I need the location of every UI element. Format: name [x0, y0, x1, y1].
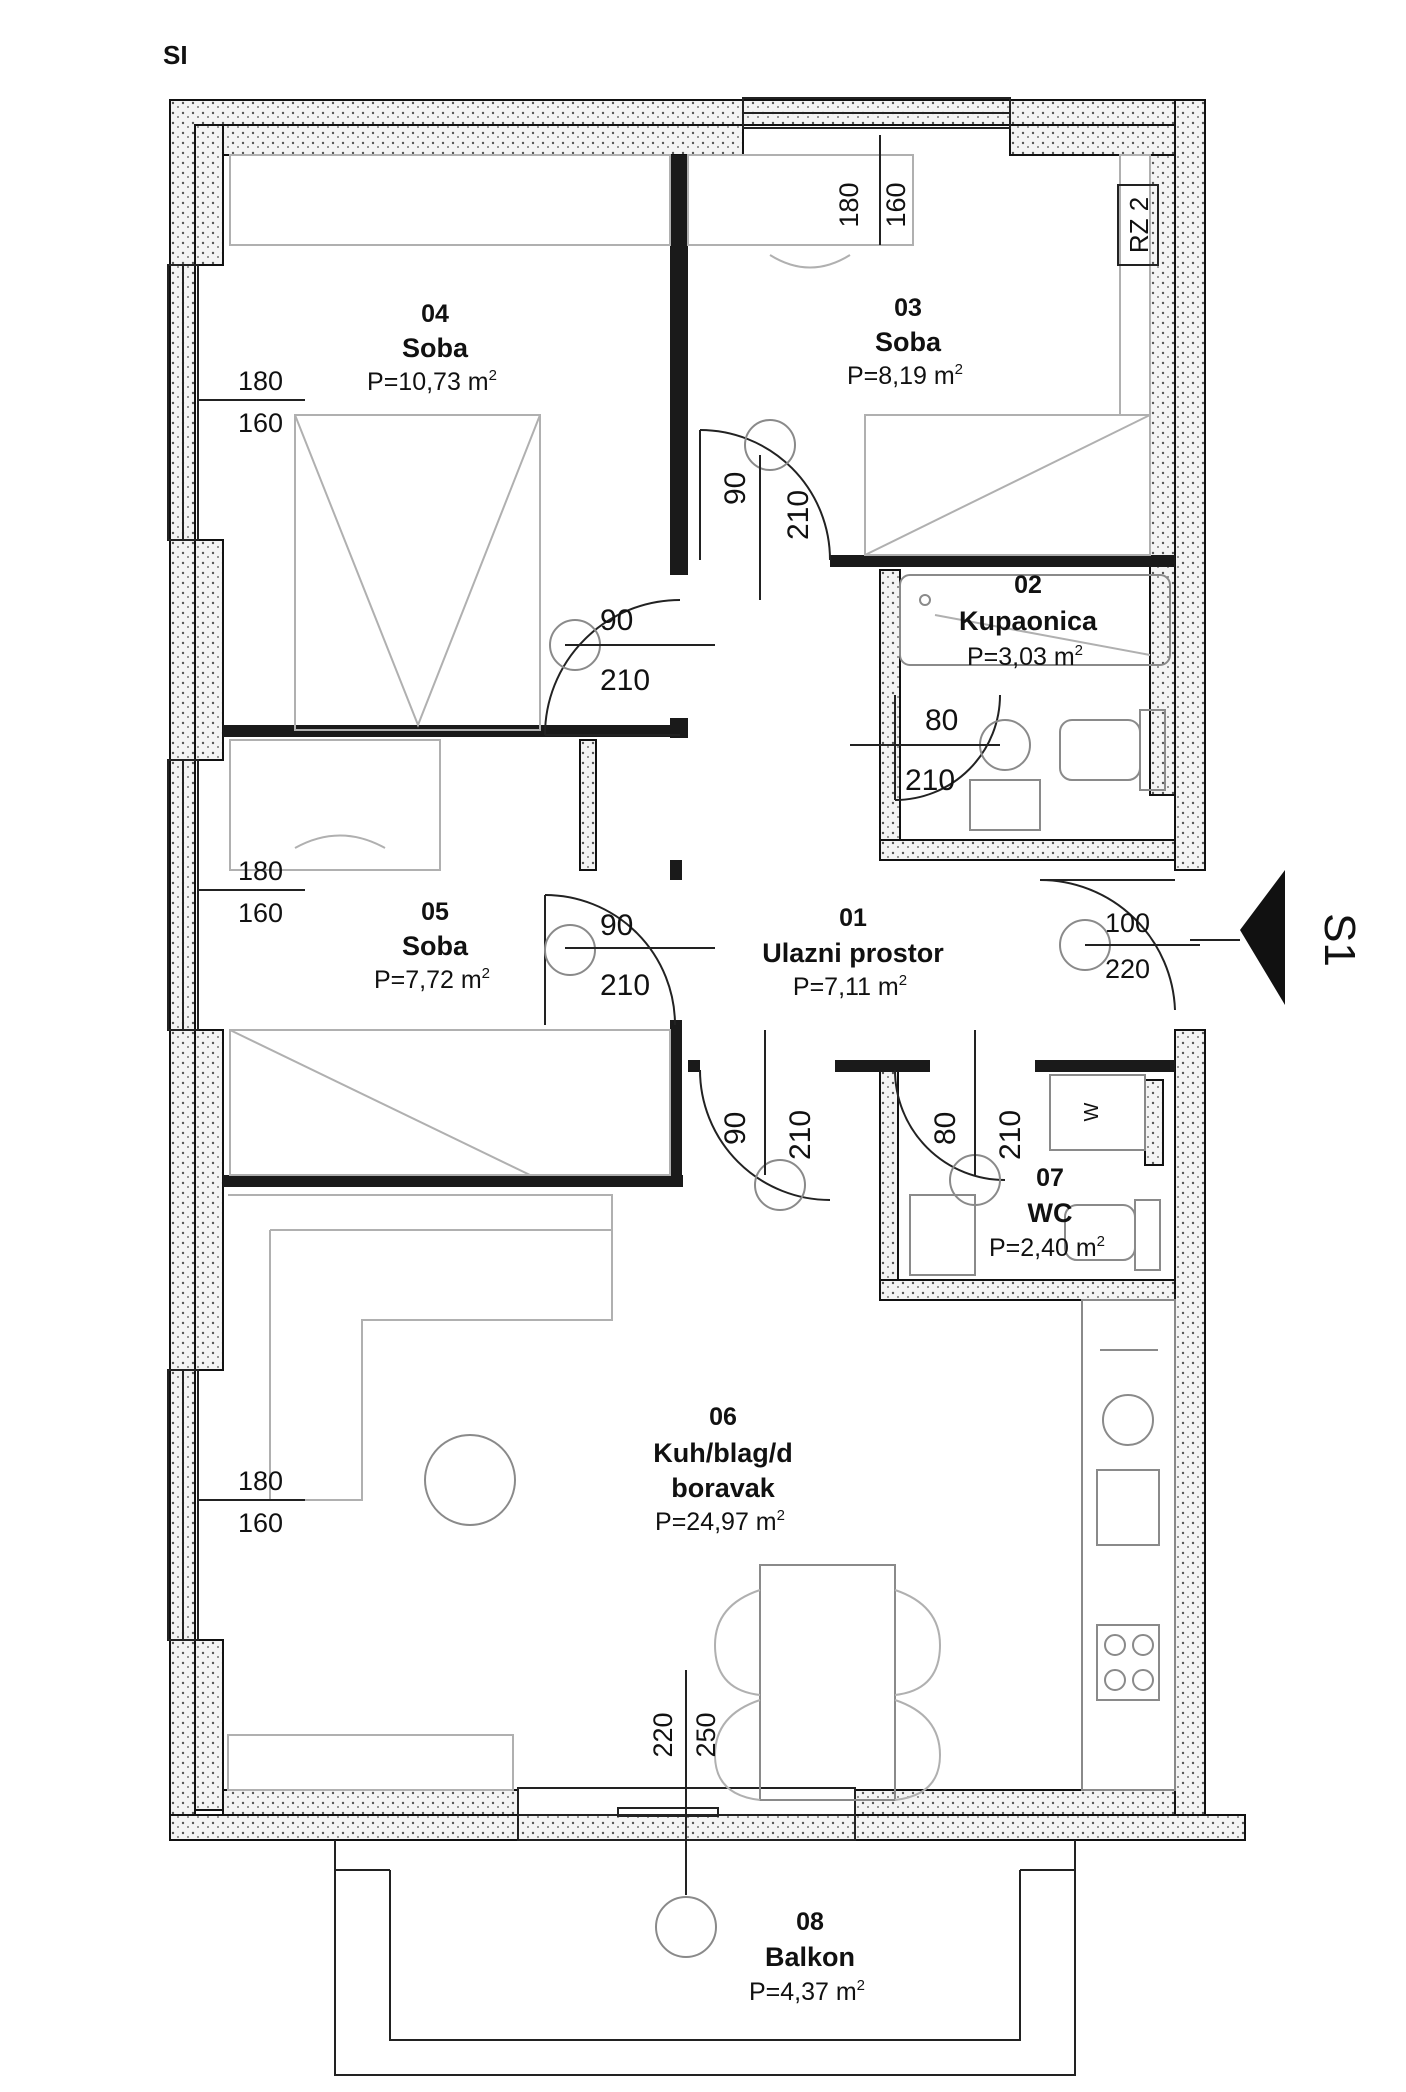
room-07-label: 07 WC P=2,40 m2	[989, 1164, 1105, 1262]
svg-text:P=24,97 m2: P=24,97 m2	[655, 1507, 785, 1536]
washer-label: W	[1081, 1102, 1103, 1121]
svg-text:P=8,19 m2: P=8,19 m2	[847, 361, 963, 390]
svg-text:P=4,37 m2: P=4,37 m2	[749, 1977, 865, 2006]
svg-text:Kupaonica: Kupaonica	[959, 606, 1098, 636]
svg-text:Soba: Soba	[402, 931, 469, 961]
svg-text:P=7,11 m2: P=7,11 m2	[793, 972, 907, 1001]
svg-text:Kuh/blag/d: Kuh/blag/d	[653, 1438, 792, 1468]
room-04-label: 04 Soba P=10,73 m2	[367, 300, 497, 396]
window-dimensions: 180 160 180 160 180 160 180 160 220 250	[198, 135, 911, 1895]
svg-text:210: 210	[782, 490, 815, 540]
svg-text:P=7,72 m2: P=7,72 m2	[374, 965, 490, 994]
svg-text:04: 04	[421, 300, 449, 328]
room-03-label: 03 Soba P=8,19 m2	[847, 294, 963, 390]
windows	[167, 97, 1011, 1841]
svg-text:boravak: boravak	[671, 1473, 776, 1503]
interior-walls	[223, 155, 1175, 1187]
svg-text:03: 03	[894, 294, 922, 322]
svg-text:210: 210	[784, 1110, 817, 1160]
svg-text:180: 180	[834, 182, 864, 227]
svg-text:160: 160	[238, 408, 283, 438]
svg-text:Soba: Soba	[875, 327, 942, 357]
svg-text:250: 250	[691, 1712, 721, 1757]
svg-text:210: 210	[600, 969, 650, 1002]
furniture	[227, 154, 1176, 1958]
room-08-label: 08 Balkon P=4,37 m2	[749, 1908, 865, 2006]
svg-text:180: 180	[238, 1466, 283, 1496]
svg-text:210: 210	[600, 664, 650, 697]
door-dimensions: 90 210 90 210 80 210 90 210 100 220 90 2…	[565, 455, 1200, 1175]
exterior-walls	[169, 99, 1246, 1841]
svg-text:Soba: Soba	[402, 333, 469, 363]
svg-text:07: 07	[1036, 1164, 1064, 1192]
svg-text:06: 06	[709, 1403, 737, 1431]
svg-text:WC: WC	[1028, 1198, 1073, 1228]
corner-label: SI	[163, 40, 188, 70]
svg-text:100: 100	[1105, 908, 1150, 938]
svg-text:02: 02	[1014, 571, 1042, 599]
svg-text:90: 90	[600, 909, 633, 942]
svg-text:90: 90	[719, 1112, 752, 1145]
room-02-label: 02 Kupaonica P=3,03 m2	[959, 571, 1098, 671]
svg-text:80: 80	[925, 704, 958, 737]
svg-text:01: 01	[839, 904, 867, 932]
svg-text:90: 90	[600, 604, 633, 637]
svg-text:90: 90	[719, 472, 752, 505]
svg-text:P=2,40 m2: P=2,40 m2	[989, 1233, 1105, 1262]
sanitary-label: RZ 2	[1124, 197, 1154, 253]
svg-text:05: 05	[421, 898, 449, 926]
section-label: S1	[1315, 913, 1364, 967]
room-01-label: 01 Ulazni prostor P=7,11 m2	[762, 904, 944, 1001]
svg-text:220: 220	[1105, 954, 1150, 984]
svg-text:160: 160	[238, 898, 283, 928]
balcony-outline	[334, 1840, 1076, 2076]
svg-text:180: 180	[238, 366, 283, 396]
svg-text:220: 220	[648, 1712, 678, 1757]
svg-text:210: 210	[994, 1110, 1027, 1160]
svg-text:210: 210	[905, 764, 955, 797]
doors	[544, 419, 1176, 1211]
svg-text:160: 160	[238, 1508, 283, 1538]
svg-text:160: 160	[881, 182, 911, 227]
svg-text:P=3,03 m2: P=3,03 m2	[967, 642, 1083, 671]
room-05-label: 05 Soba P=7,72 m2	[374, 898, 490, 994]
room-06-label: 06 Kuh/blag/d boravak P=24,97 m2	[653, 1403, 792, 1536]
svg-text:180: 180	[238, 856, 283, 886]
svg-text:80: 80	[929, 1112, 962, 1145]
svg-text:Balkon: Balkon	[765, 1942, 855, 1972]
svg-text:08: 08	[796, 1908, 824, 1936]
section-marker: S1	[1190, 870, 1364, 1005]
svg-text:Ulazni prostor: Ulazni prostor	[762, 938, 944, 968]
svg-text:P=10,73 m2: P=10,73 m2	[367, 367, 497, 396]
